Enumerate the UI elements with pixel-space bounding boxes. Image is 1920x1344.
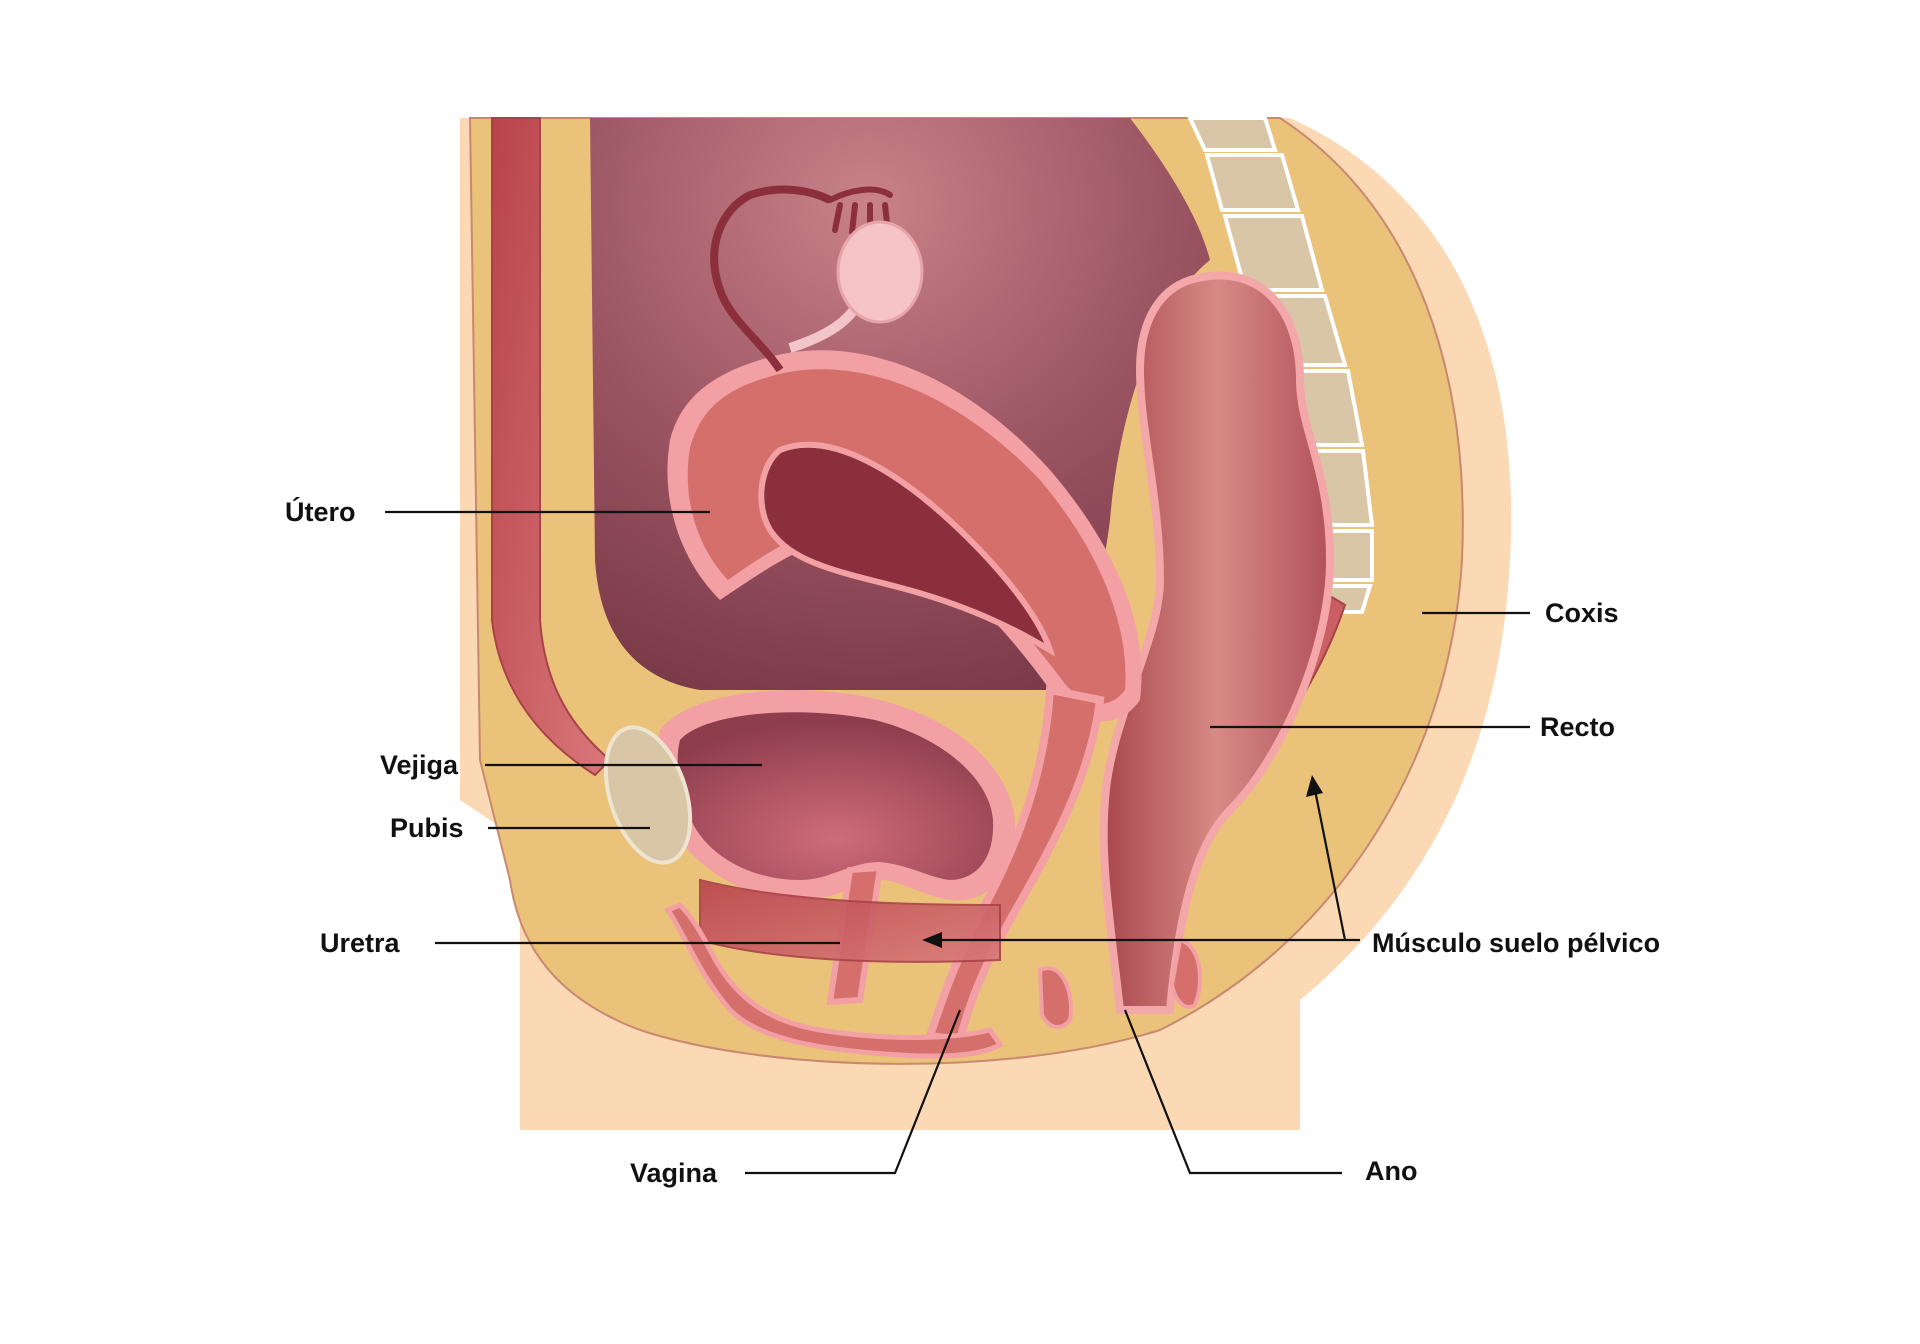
pelvic-floor-muscle-anterior xyxy=(699,878,1001,963)
fallopian-tube xyxy=(710,185,832,373)
uterine-cavity xyxy=(758,441,1056,657)
leader-vagina xyxy=(745,1009,962,1175)
fimbriae xyxy=(827,186,893,237)
ovary xyxy=(836,220,924,324)
anal-sphincter-right xyxy=(1169,937,1202,1009)
label-vagina: Vagina xyxy=(630,1158,718,1188)
arrowhead-musculo-posterior xyxy=(1306,775,1323,797)
leader-ano xyxy=(1123,1009,1342,1175)
leader-lines xyxy=(385,510,1530,1175)
label-recto: Recto xyxy=(1540,712,1615,742)
label-vejiga: Vejiga xyxy=(380,750,459,780)
label-coxis: Coxis xyxy=(1545,598,1619,628)
bladder xyxy=(677,712,994,880)
label-pubis: Pubis xyxy=(390,813,464,843)
anal-sphincter-left xyxy=(1037,966,1073,1029)
leader-musculo-b xyxy=(1313,789,1347,941)
rectum xyxy=(1099,271,1335,1014)
abdominal-wall-muscle xyxy=(491,117,612,777)
labia xyxy=(664,902,1004,1059)
label-ano: Ano xyxy=(1365,1156,1417,1186)
arrowhead-musculo-anterior xyxy=(922,932,942,948)
label-uretra: Uretra xyxy=(320,928,401,958)
label-musculo-suelo-pelvico: Músculo suelo pélvico xyxy=(1372,928,1660,958)
label-utero: Útero xyxy=(285,496,356,527)
